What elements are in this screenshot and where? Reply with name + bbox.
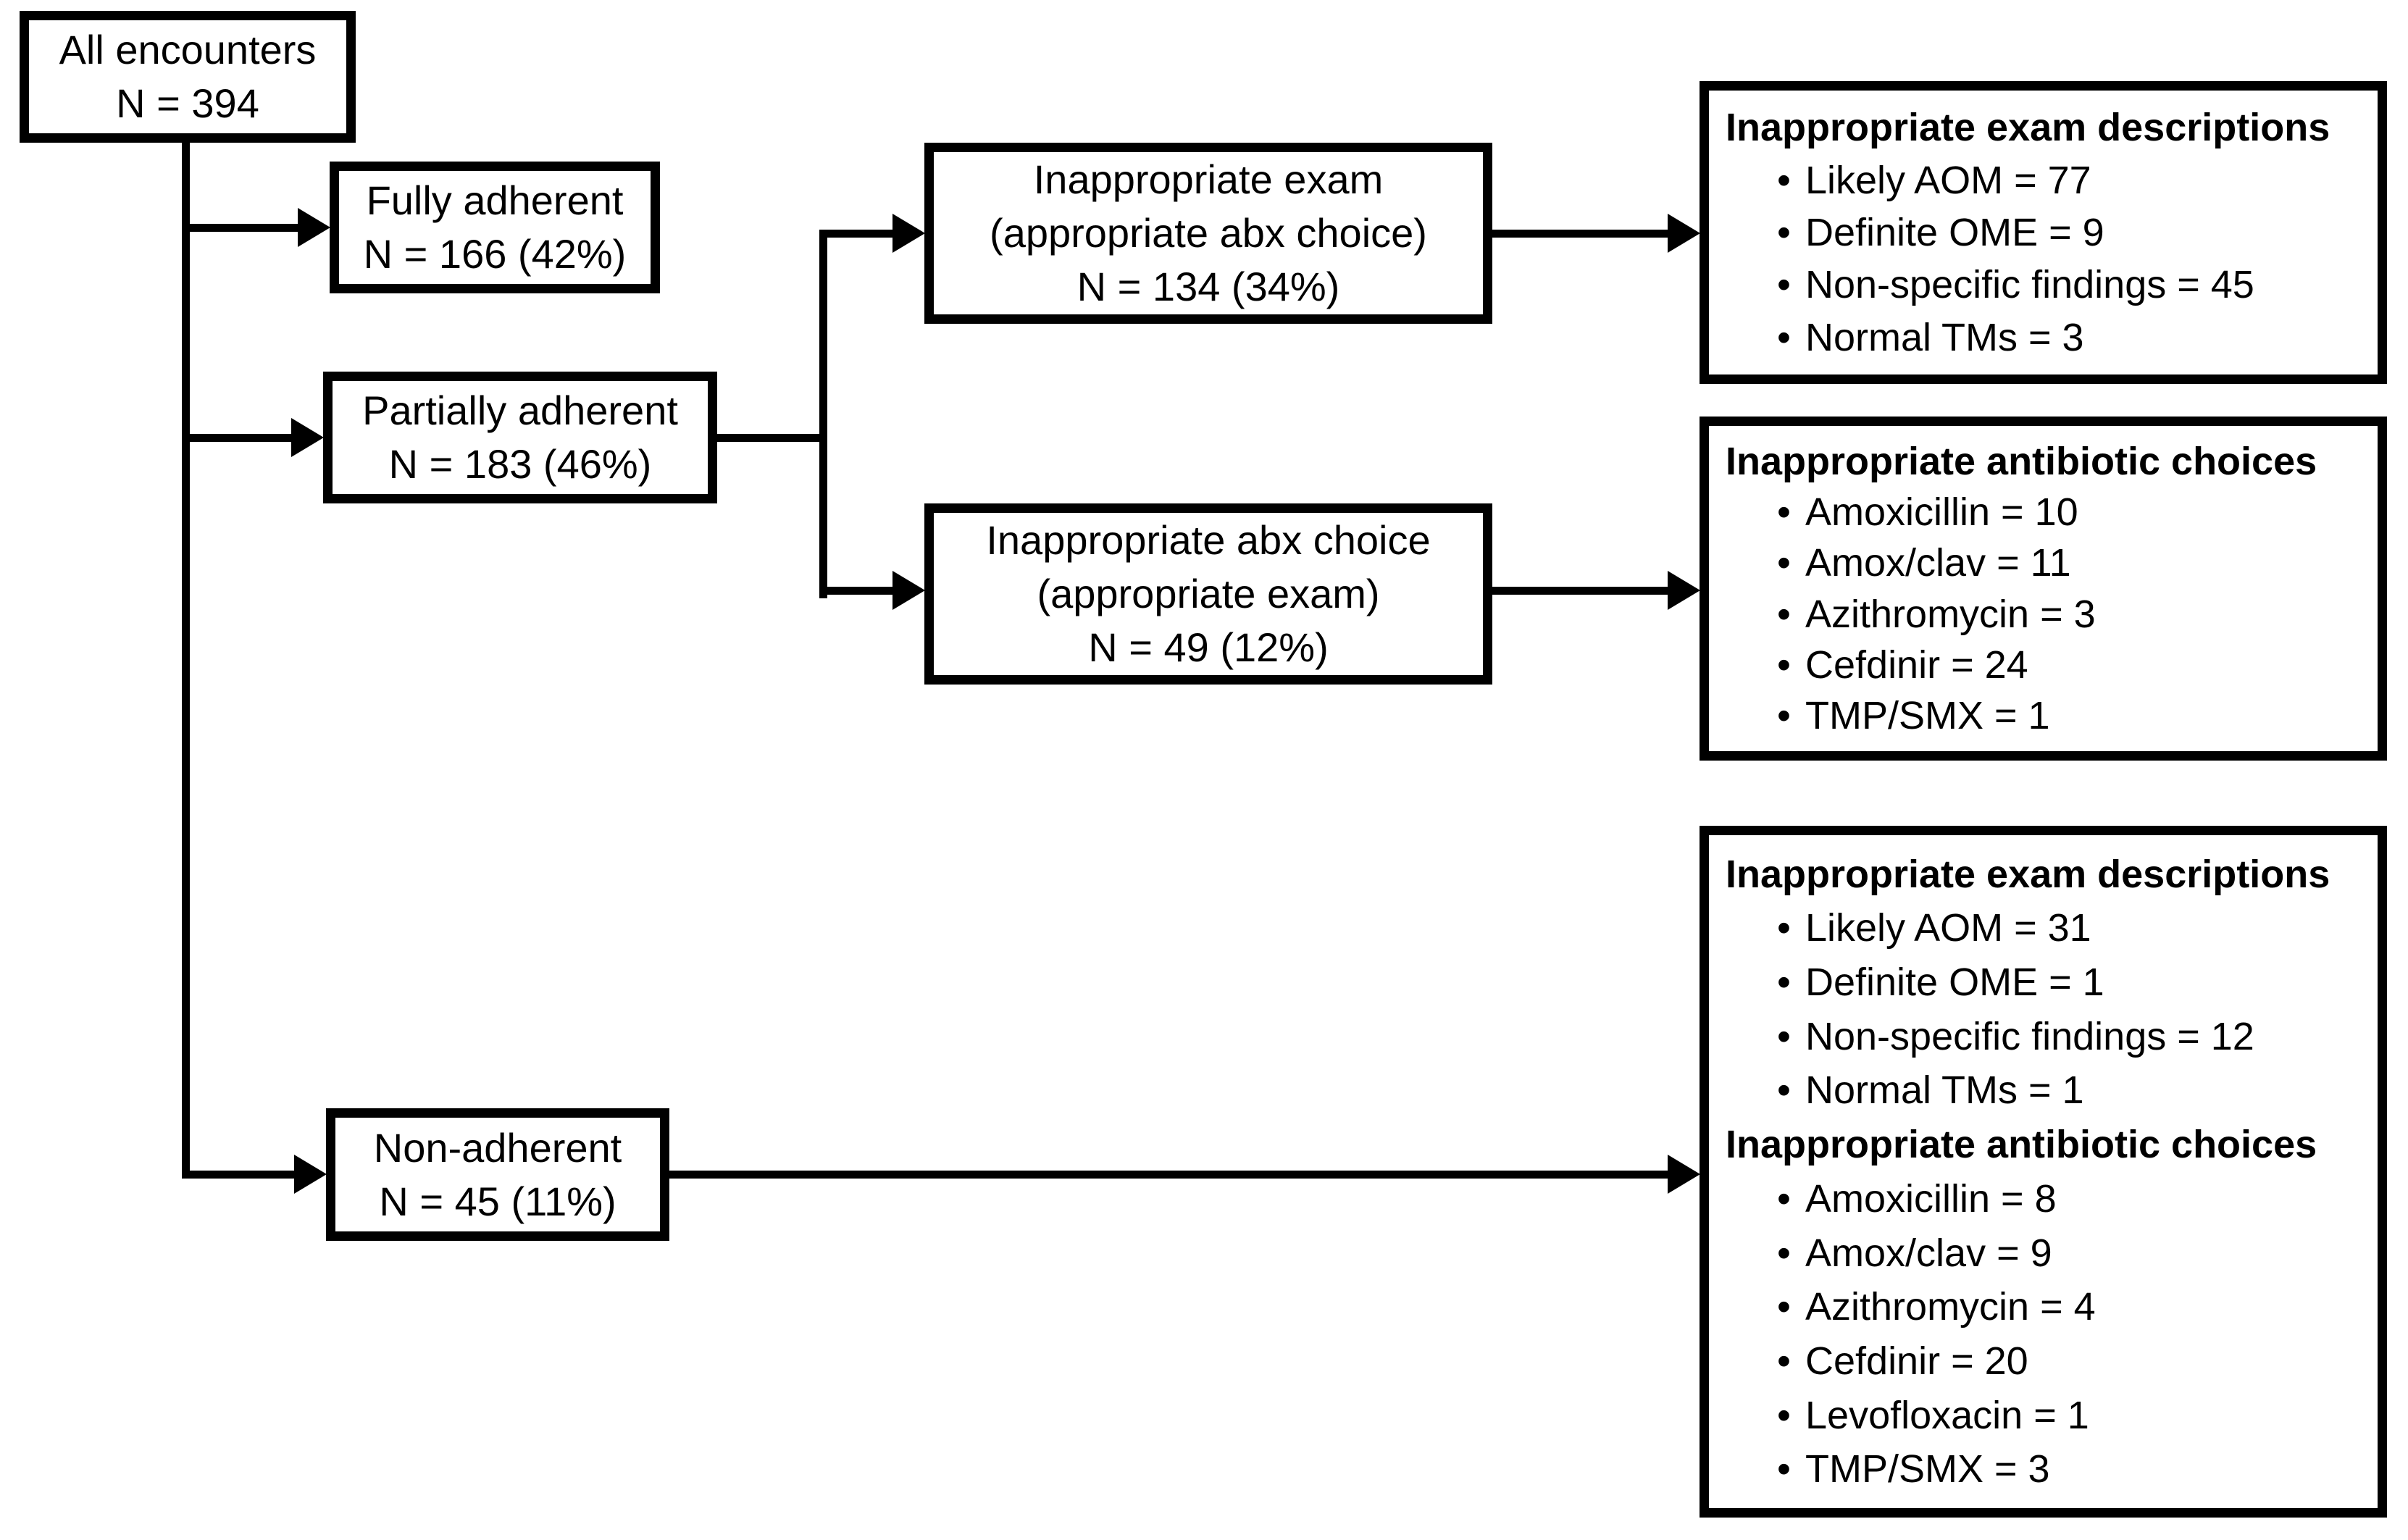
connector-partial-out: [717, 434, 827, 442]
box-inappropriate-abx: Inappropriate abx choice (appropriate ex…: [924, 503, 1492, 685]
connector-to-inappropriate-abx: [819, 587, 892, 595]
detail-item: Non-specific findings = 45: [1726, 262, 2365, 307]
detail-item: TMP/SMX = 1: [1726, 693, 2365, 738]
box-all-encounters-label: All encounters: [59, 27, 317, 72]
detail-item: Normal TMs = 3: [1726, 315, 2365, 360]
box-inappropriate-exam-line1: Inappropriate exam: [1033, 156, 1384, 202]
arrowhead-inappropriate-abx: [892, 571, 925, 610]
detail-item: Normal TMs = 1: [1726, 1068, 2365, 1113]
connector-non-adherent-to-details: [669, 1171, 1668, 1179]
box-fully-adherent: Fully adherent N = 166 (42%): [330, 162, 660, 293]
arrowhead-exam-details: [1668, 214, 1700, 253]
box-fully-adherent-count: N = 166 (42%): [363, 231, 627, 277]
box-inappropriate-exam-line2: (appropriate abx choice): [990, 210, 1427, 256]
detail-heading: Inappropriate antibiotic choices: [1726, 1123, 2317, 1167]
box-inappropriate-abx-line1: Inappropriate abx choice: [986, 517, 1431, 563]
box-non-adherent: Non-adherent N = 45 (11%): [326, 1108, 669, 1241]
detail-item: Amoxicillin = 10: [1726, 490, 2365, 535]
connector-to-fully-adherent: [182, 224, 298, 232]
connector-exam-to-details: [1492, 230, 1668, 238]
connector-to-partially-adherent: [182, 434, 291, 442]
connector-to-non-adherent: [182, 1171, 294, 1179]
detail-item: Cefdinir = 24: [1726, 643, 2365, 687]
box-non-adherent-count: N = 45 (11%): [379, 1178, 616, 1224]
arrowhead-inappropriate-exam: [892, 214, 925, 253]
box-inappropriate-abx-count: N = 49 (12%): [1088, 624, 1329, 670]
detail-box-antibiotic-choices: Inappropriate antibiotic choices Amoxici…: [1700, 417, 2387, 761]
arrowhead-fully-adherent: [298, 208, 330, 247]
detail-item: Cefdinir = 20: [1726, 1339, 2365, 1384]
connector-to-inappropriate-exam: [819, 230, 892, 238]
detail-box-non-adherent: Inappropriate exam descriptions Likely A…: [1700, 826, 2387, 1518]
connector-abx-to-details: [1492, 587, 1668, 595]
detail-item: Amox/clav = 9: [1726, 1231, 2365, 1276]
box-partially-adherent: Partially adherent N = 183 (46%): [323, 372, 717, 503]
box-partially-adherent-label: Partially adherent: [362, 388, 678, 433]
detail-item: Azithromycin = 3: [1726, 592, 2365, 637]
box-all-encounters-count: N = 394: [116, 80, 259, 126]
detail-item: Amox/clav = 11: [1726, 540, 2365, 585]
connector-trunk: [182, 143, 190, 1179]
arrowhead-non-adherent: [294, 1155, 327, 1194]
detail-item: Definite OME = 9: [1726, 210, 2365, 255]
box-all-encounters: All encounters N = 394: [20, 11, 356, 143]
box-inappropriate-exam-count: N = 134 (34%): [1077, 264, 1340, 309]
detail-item: Likely AOM = 31: [1726, 905, 2365, 950]
box-inappropriate-abx-line2: (appropriate exam): [1037, 571, 1380, 616]
detail-item: Amoxicillin = 8: [1726, 1176, 2365, 1221]
detail-item: Non-specific findings = 12: [1726, 1014, 2365, 1059]
detail-heading: Inappropriate antibiotic choices: [1726, 440, 2317, 484]
detail-item: Likely AOM = 77: [1726, 158, 2365, 203]
detail-item: Azithromycin = 4: [1726, 1284, 2365, 1329]
connector-split: [819, 230, 827, 598]
detail-box-exam-descriptions: Inappropriate exam descriptions Likely A…: [1700, 81, 2387, 384]
detail-item: Definite OME = 1: [1726, 960, 2365, 1005]
arrowhead-abx-details: [1668, 571, 1700, 610]
detail-item: TMP/SMX = 3: [1726, 1447, 2365, 1491]
detail-heading: Inappropriate exam descriptions: [1726, 852, 2330, 896]
box-partially-adherent-count: N = 183 (46%): [388, 441, 652, 487]
box-fully-adherent-label: Fully adherent: [366, 177, 624, 223]
arrowhead-non-adherent-details: [1668, 1155, 1700, 1194]
detail-item: Levofloxacin = 1: [1726, 1393, 2365, 1438]
detail-heading: Inappropriate exam descriptions: [1726, 106, 2330, 150]
arrowhead-partially-adherent: [291, 418, 324, 457]
box-non-adherent-label: Non-adherent: [373, 1124, 622, 1171]
box-inappropriate-exam: Inappropriate exam (appropriate abx choi…: [924, 143, 1492, 324]
